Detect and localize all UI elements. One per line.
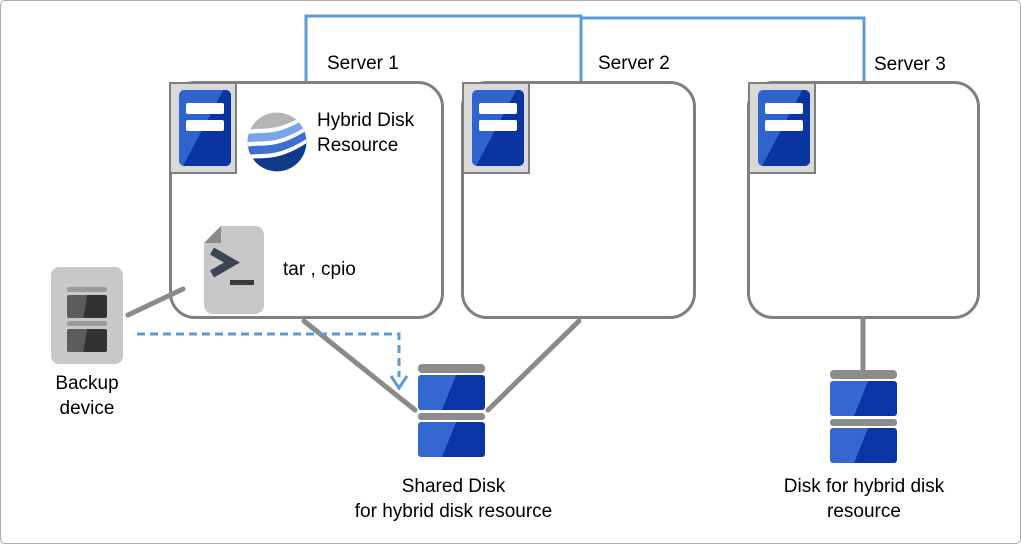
server2-label: Server 2 [598,53,670,74]
shared-disk-label: Shared Disk for hybrid disk resource [341,474,566,524]
server3-tower-icon [748,82,816,174]
tower-slot [479,120,517,131]
server3-label: Server 3 [874,54,946,75]
disk-cap [418,364,485,373]
archive-file-icon [204,226,264,314]
tower-slot [765,103,803,114]
server1-to-shared-disk-line [301,318,418,413]
archive-tools-label: tar , cpio [283,259,356,280]
tower-body [179,90,231,166]
shared-disk-label-line1: Shared Disk [401,476,506,497]
tower-slot [765,120,803,131]
server1-label: Server 1 [327,53,399,74]
hybrid-disk-label: Disk for hybrid disk resource [749,474,979,524]
disk-body [830,381,897,416]
dashed-arrowhead [389,375,409,391]
tower-slot [479,103,517,114]
backup-device-icon [51,267,123,364]
backup-device-slot [67,329,107,352]
server2-to-shared-disk-line [485,318,582,413]
tower-slot [186,120,224,131]
hybrid-disk-icon [830,370,897,466]
disk-bar [418,413,485,420]
hybrid-disk-label-line1: Disk for hybrid disk [783,476,945,497]
disk-cap [830,370,897,379]
disk-body [418,422,485,457]
backup-to-shared-disk-dashed-line [137,332,401,377]
tower-body [758,90,810,166]
server1-tower-icon [169,82,237,174]
hybrid-disk-resource-label: Hybrid Disk Resource [317,110,415,156]
hybrid-disk-label-line2: resource [827,501,901,522]
server2-tower-icon [462,82,530,174]
shared-disk-label-line2: for hybrid disk resource [354,501,553,522]
tower-body [472,90,524,166]
tower-slot [186,103,224,114]
disk-body [418,375,485,410]
disk-body [830,428,897,463]
hybrid-disk-resource-globe-icon [247,112,307,172]
backup-device-slot [67,295,107,318]
shared-disk-icon [418,364,485,460]
backup-device-label: Backup device [55,373,119,419]
backup-device-bar [67,287,107,292]
disk-bar [830,419,897,426]
backup-device-bar [67,321,107,326]
